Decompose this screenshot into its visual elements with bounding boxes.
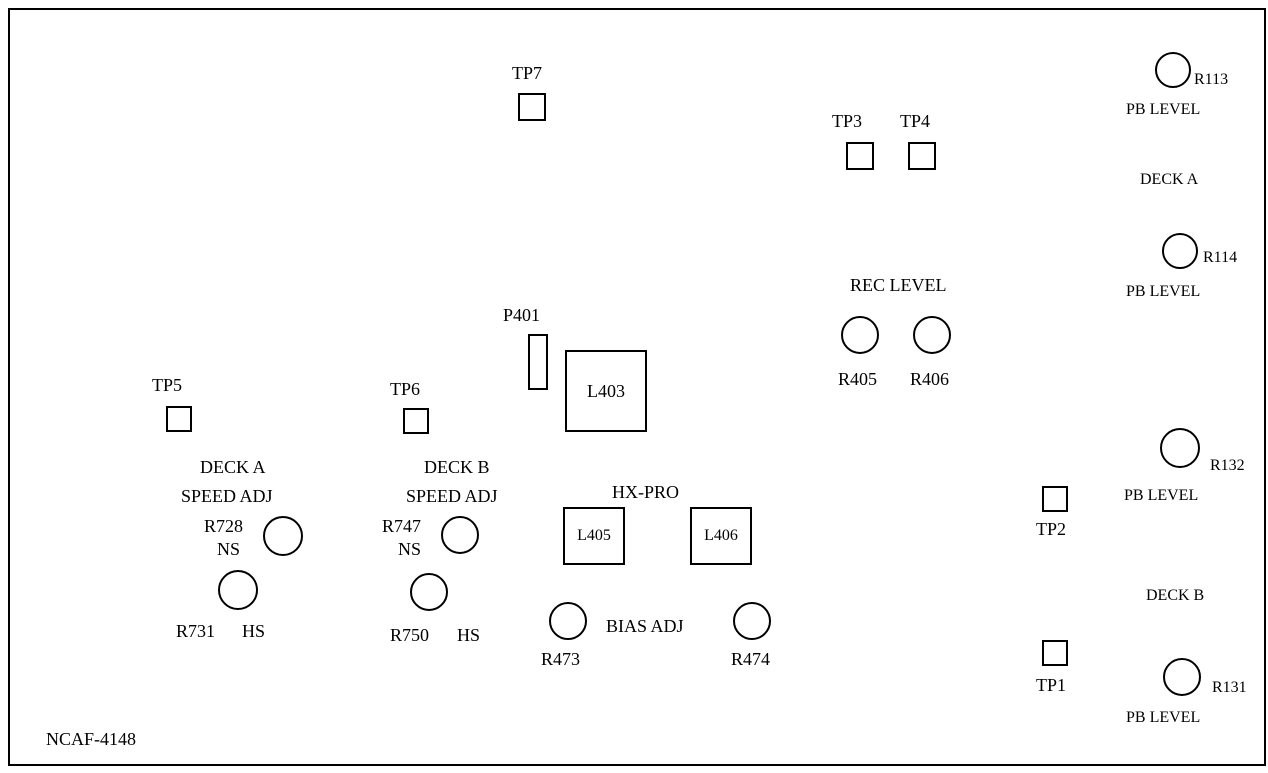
tp3-label: TP3 — [832, 111, 863, 131]
r131-pb-level-label: PB LEVEL — [1126, 709, 1201, 726]
tp4-test-point — [908, 142, 936, 170]
tp3-test-point — [846, 142, 874, 170]
tp6-label: TP6 — [390, 379, 421, 399]
r131-label: R131 — [1212, 679, 1247, 696]
r406-label: R406 — [910, 369, 950, 389]
r750-label: R750 — [390, 625, 430, 645]
tp7-label: TP7 — [512, 63, 543, 83]
r750-hs-label: HS — [457, 625, 481, 645]
l403-label: L403 — [587, 381, 625, 401]
r132-trimmer — [1160, 428, 1200, 468]
r731-label: R731 — [176, 621, 216, 641]
r114-pb-level-label: PB LEVEL — [1126, 283, 1201, 300]
hx-pro-label: HX-PRO — [612, 482, 680, 502]
l406-label: L406 — [704, 527, 738, 544]
r747-trimmer — [441, 516, 479, 554]
l405-coil: L405 — [563, 507, 625, 565]
deck-b-speed-title: DECK B — [424, 457, 490, 477]
bias-adj-label: BIAS ADJ — [606, 616, 684, 636]
r405-trimmer — [841, 316, 879, 354]
r113-pb-level-label: PB LEVEL — [1126, 101, 1201, 118]
r113-label: R113 — [1194, 71, 1229, 88]
tp1-test-point — [1042, 640, 1068, 666]
tp4-label: TP4 — [900, 111, 931, 131]
deck-a-label: DECK A — [1140, 171, 1199, 188]
deck-a-speed-adj-label: SPEED ADJ — [181, 486, 273, 506]
r474-trimmer — [733, 602, 771, 640]
r132-pb-level-label: PB LEVEL — [1124, 487, 1199, 504]
rec-level-label: REC LEVEL — [850, 275, 947, 295]
tp6-test-point — [403, 408, 429, 434]
drawing-id: NCAF-4148 — [46, 729, 137, 749]
r114-trimmer — [1162, 233, 1198, 269]
tp7-test-point — [518, 93, 546, 121]
l403-coil: L403 — [565, 350, 647, 432]
r406-trimmer — [913, 316, 951, 354]
r132-label: R132 — [1210, 457, 1245, 474]
tp1-label: TP1 — [1036, 675, 1067, 695]
r114-label: R114 — [1203, 249, 1238, 266]
r474-label: R474 — [731, 649, 771, 669]
pcb-outline — [8, 8, 1266, 766]
r728-ns-label: NS — [217, 539, 241, 559]
r113-trimmer — [1155, 52, 1191, 88]
r747-label: R747 — [382, 516, 422, 536]
tp2-test-point — [1042, 486, 1068, 512]
r728-trimmer — [263, 516, 303, 556]
l405-label: L405 — [577, 527, 611, 544]
r131-trimmer — [1163, 658, 1201, 696]
r747-ns-label: NS — [398, 539, 422, 559]
tp2-label: TP2 — [1036, 519, 1067, 539]
p401-label: P401 — [503, 305, 541, 325]
r405-label: R405 — [838, 369, 878, 389]
p401-connector — [528, 334, 548, 390]
deck-a-speed-title: DECK A — [200, 457, 266, 477]
r750-trimmer — [410, 573, 448, 611]
tp5-test-point — [166, 406, 192, 432]
r731-trimmer — [218, 570, 258, 610]
r473-trimmer — [549, 602, 587, 640]
l406-coil: L406 — [690, 507, 752, 565]
deck-b-label: DECK B — [1146, 587, 1205, 604]
r728-label: R728 — [204, 516, 244, 536]
r731-hs-label: HS — [242, 621, 266, 641]
tp5-label: TP5 — [152, 375, 183, 395]
r473-label: R473 — [541, 649, 581, 669]
deck-b-speed-adj-label: SPEED ADJ — [406, 486, 498, 506]
